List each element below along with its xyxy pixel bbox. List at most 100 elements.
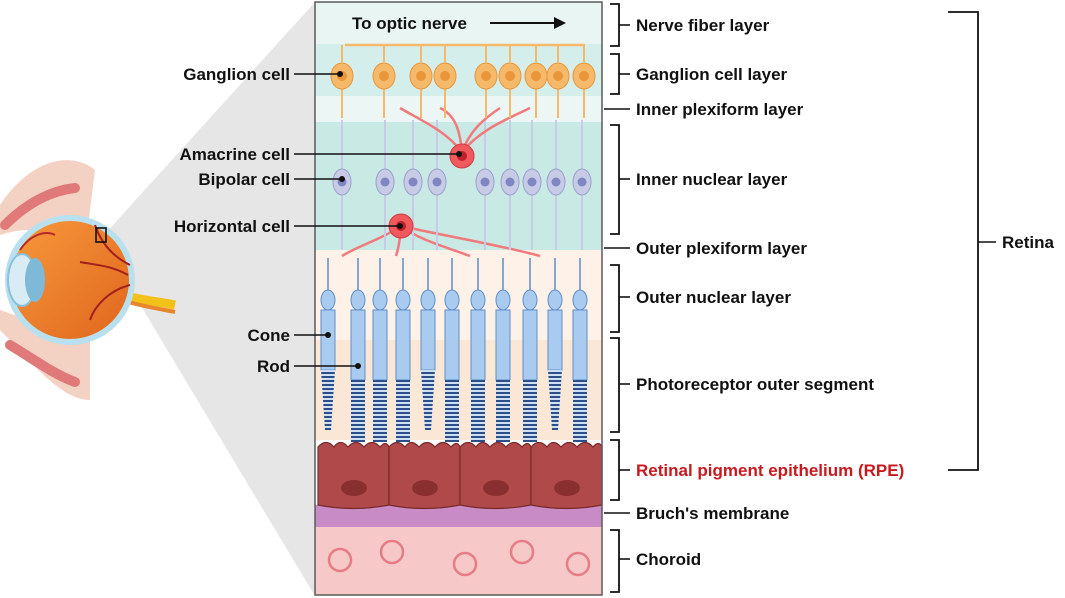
- ganglion-leader-dot: [337, 71, 343, 77]
- rpe-nucleus: [554, 480, 580, 496]
- bipolar-leader-dot: [339, 176, 345, 182]
- photoreceptor-nucleus: [522, 289, 538, 311]
- photoreceptor-nucleus: [350, 289, 366, 311]
- rod-inner-segment: [522, 309, 538, 381]
- choroid-vessel: [509, 539, 535, 565]
- bruchs-membrane-label: Bruch's membrane: [636, 504, 789, 523]
- optic-nerve-label: To optic nerve: [352, 14, 467, 33]
- horizontal-cell-label: Horizontal cell: [174, 217, 290, 236]
- ganglion-cell-nucleus: [416, 71, 426, 81]
- rpe-cell: [530, 441, 603, 510]
- amacrine-leader-dot: [456, 151, 462, 157]
- rod-outer-segment: [396, 380, 410, 442]
- choroid-vessel: [379, 539, 405, 565]
- retina-brace: [948, 11, 979, 471]
- bipolar-cell-nucleus: [551, 177, 561, 187]
- ganglion-cell-nucleus: [531, 71, 541, 81]
- ganglion-cell-label: Ganglion cell: [183, 65, 290, 84]
- rod-leader-dot: [355, 363, 361, 369]
- rod-inner-segment: [444, 309, 460, 381]
- retina-panel: [314, 1, 603, 596]
- cone-outer-segment: [421, 370, 435, 430]
- rpe-nucleus: [341, 480, 367, 496]
- cone-label: Cone: [248, 326, 291, 345]
- ganglion-cell-nucleus: [579, 71, 589, 81]
- bipolar-cell-nucleus: [577, 177, 587, 187]
- bipolar-cell-nucleus: [527, 177, 537, 187]
- rod-inner-segment: [495, 309, 511, 381]
- choroid-vessel: [565, 551, 591, 577]
- rod-outer-segment: [351, 380, 365, 442]
- rod-outer-segment: [573, 380, 587, 442]
- nerve-fiber-layer-label: Nerve fiber layer: [636, 16, 770, 35]
- photoreceptor-outer-segment-brace: [610, 337, 620, 433]
- rpe-cell: [388, 441, 461, 510]
- cone-inner-segment: [547, 309, 563, 371]
- cell-labels: Ganglion cell Amacrine cell Bipolar cell…: [174, 65, 462, 376]
- bipolar-cell-nucleus: [380, 177, 390, 187]
- rod-label: Rod: [257, 357, 290, 376]
- ganglion-cell-nucleus: [505, 71, 515, 81]
- ganglion-cell-nucleus: [481, 71, 491, 81]
- rpe-cell: [317, 441, 390, 510]
- rpe-nucleus: [412, 480, 438, 496]
- ganglion-cell-layer-label: Ganglion cell layer: [636, 65, 788, 84]
- amacrine-cell-dendrites: [399, 106, 531, 153]
- rod-outer-segment: [523, 380, 537, 442]
- horizontal-cell-dendrites: [341, 224, 541, 258]
- photoreceptor-nucleus: [495, 289, 511, 311]
- ganglion-cell-nucleus: [379, 71, 389, 81]
- choroid-vessel: [452, 551, 478, 577]
- photoreceptor-nucleus: [572, 289, 588, 311]
- cone-outer-segment: [548, 370, 562, 430]
- photoreceptor-nucleus: [470, 289, 486, 311]
- rod-inner-segment: [350, 309, 366, 381]
- bipolar-cell-nucleus: [432, 177, 442, 187]
- photoreceptor-nucleus: [395, 289, 411, 311]
- horizontal-leader-dot: [397, 223, 403, 229]
- rod-inner-segment: [470, 309, 486, 381]
- retina-label: Retina: [1002, 233, 1055, 252]
- rpe-brace: [610, 439, 620, 501]
- nerve-fiber-brace: [610, 3, 620, 47]
- inner-plexiform-layer-label: Inner plexiform layer: [636, 100, 804, 119]
- rpe-cell: [459, 441, 532, 510]
- ganglion-cell-nucleus: [553, 71, 563, 81]
- ganglion-cell-nucleus: [440, 71, 450, 81]
- optic-nerve-arrow: To optic nerve: [352, 14, 566, 33]
- cone-outer-segment: [321, 370, 335, 430]
- eye-illustration: [0, 160, 176, 400]
- layer-labels: Nerve fiber layer Ganglion cell layer In…: [604, 3, 1055, 593]
- bipolar-cell-nucleus: [480, 177, 490, 187]
- rod-inner-segment: [372, 309, 388, 381]
- rod-outer-segment: [496, 380, 510, 442]
- outer-nuclear-layer-label: Outer nuclear layer: [636, 288, 791, 307]
- rod-outer-segment: [373, 380, 387, 442]
- rpe-nucleus: [483, 480, 509, 496]
- rod-inner-segment: [572, 309, 588, 381]
- choroid-label: Choroid: [636, 550, 701, 569]
- bipolar-cell-label: Bipolar cell: [198, 170, 290, 189]
- choroid-brace: [610, 529, 620, 593]
- photoreceptor-nucleus: [372, 289, 388, 311]
- photoreceptor-nucleus: [420, 289, 436, 311]
- zoom-box: [95, 227, 107, 243]
- photoreceptor-nucleus: [547, 289, 563, 311]
- zoom-wedge: [103, 2, 315, 596]
- bipolar-cell-nucleus: [505, 177, 515, 187]
- inner-nuclear-brace: [610, 124, 620, 235]
- amacrine-cell-label: Amacrine cell: [179, 145, 290, 164]
- photoreceptor-nucleus: [320, 289, 336, 311]
- rod-inner-segment: [395, 309, 411, 381]
- rod-outer-segment: [471, 380, 485, 442]
- cone-inner-segment: [420, 309, 436, 371]
- outer-plexiform-layer-label: Outer plexiform layer: [636, 239, 807, 258]
- outer-nuclear-brace: [610, 264, 620, 333]
- cone-inner-segment: [320, 309, 336, 371]
- cone-leader-dot: [325, 332, 331, 338]
- ganglion-layer-brace: [610, 53, 620, 95]
- photoreceptor-outer-segment-label: Photoreceptor outer segment: [636, 375, 874, 394]
- inner-nuclear-layer-label: Inner nuclear layer: [636, 170, 788, 189]
- bipolar-cell-nucleus: [408, 177, 418, 187]
